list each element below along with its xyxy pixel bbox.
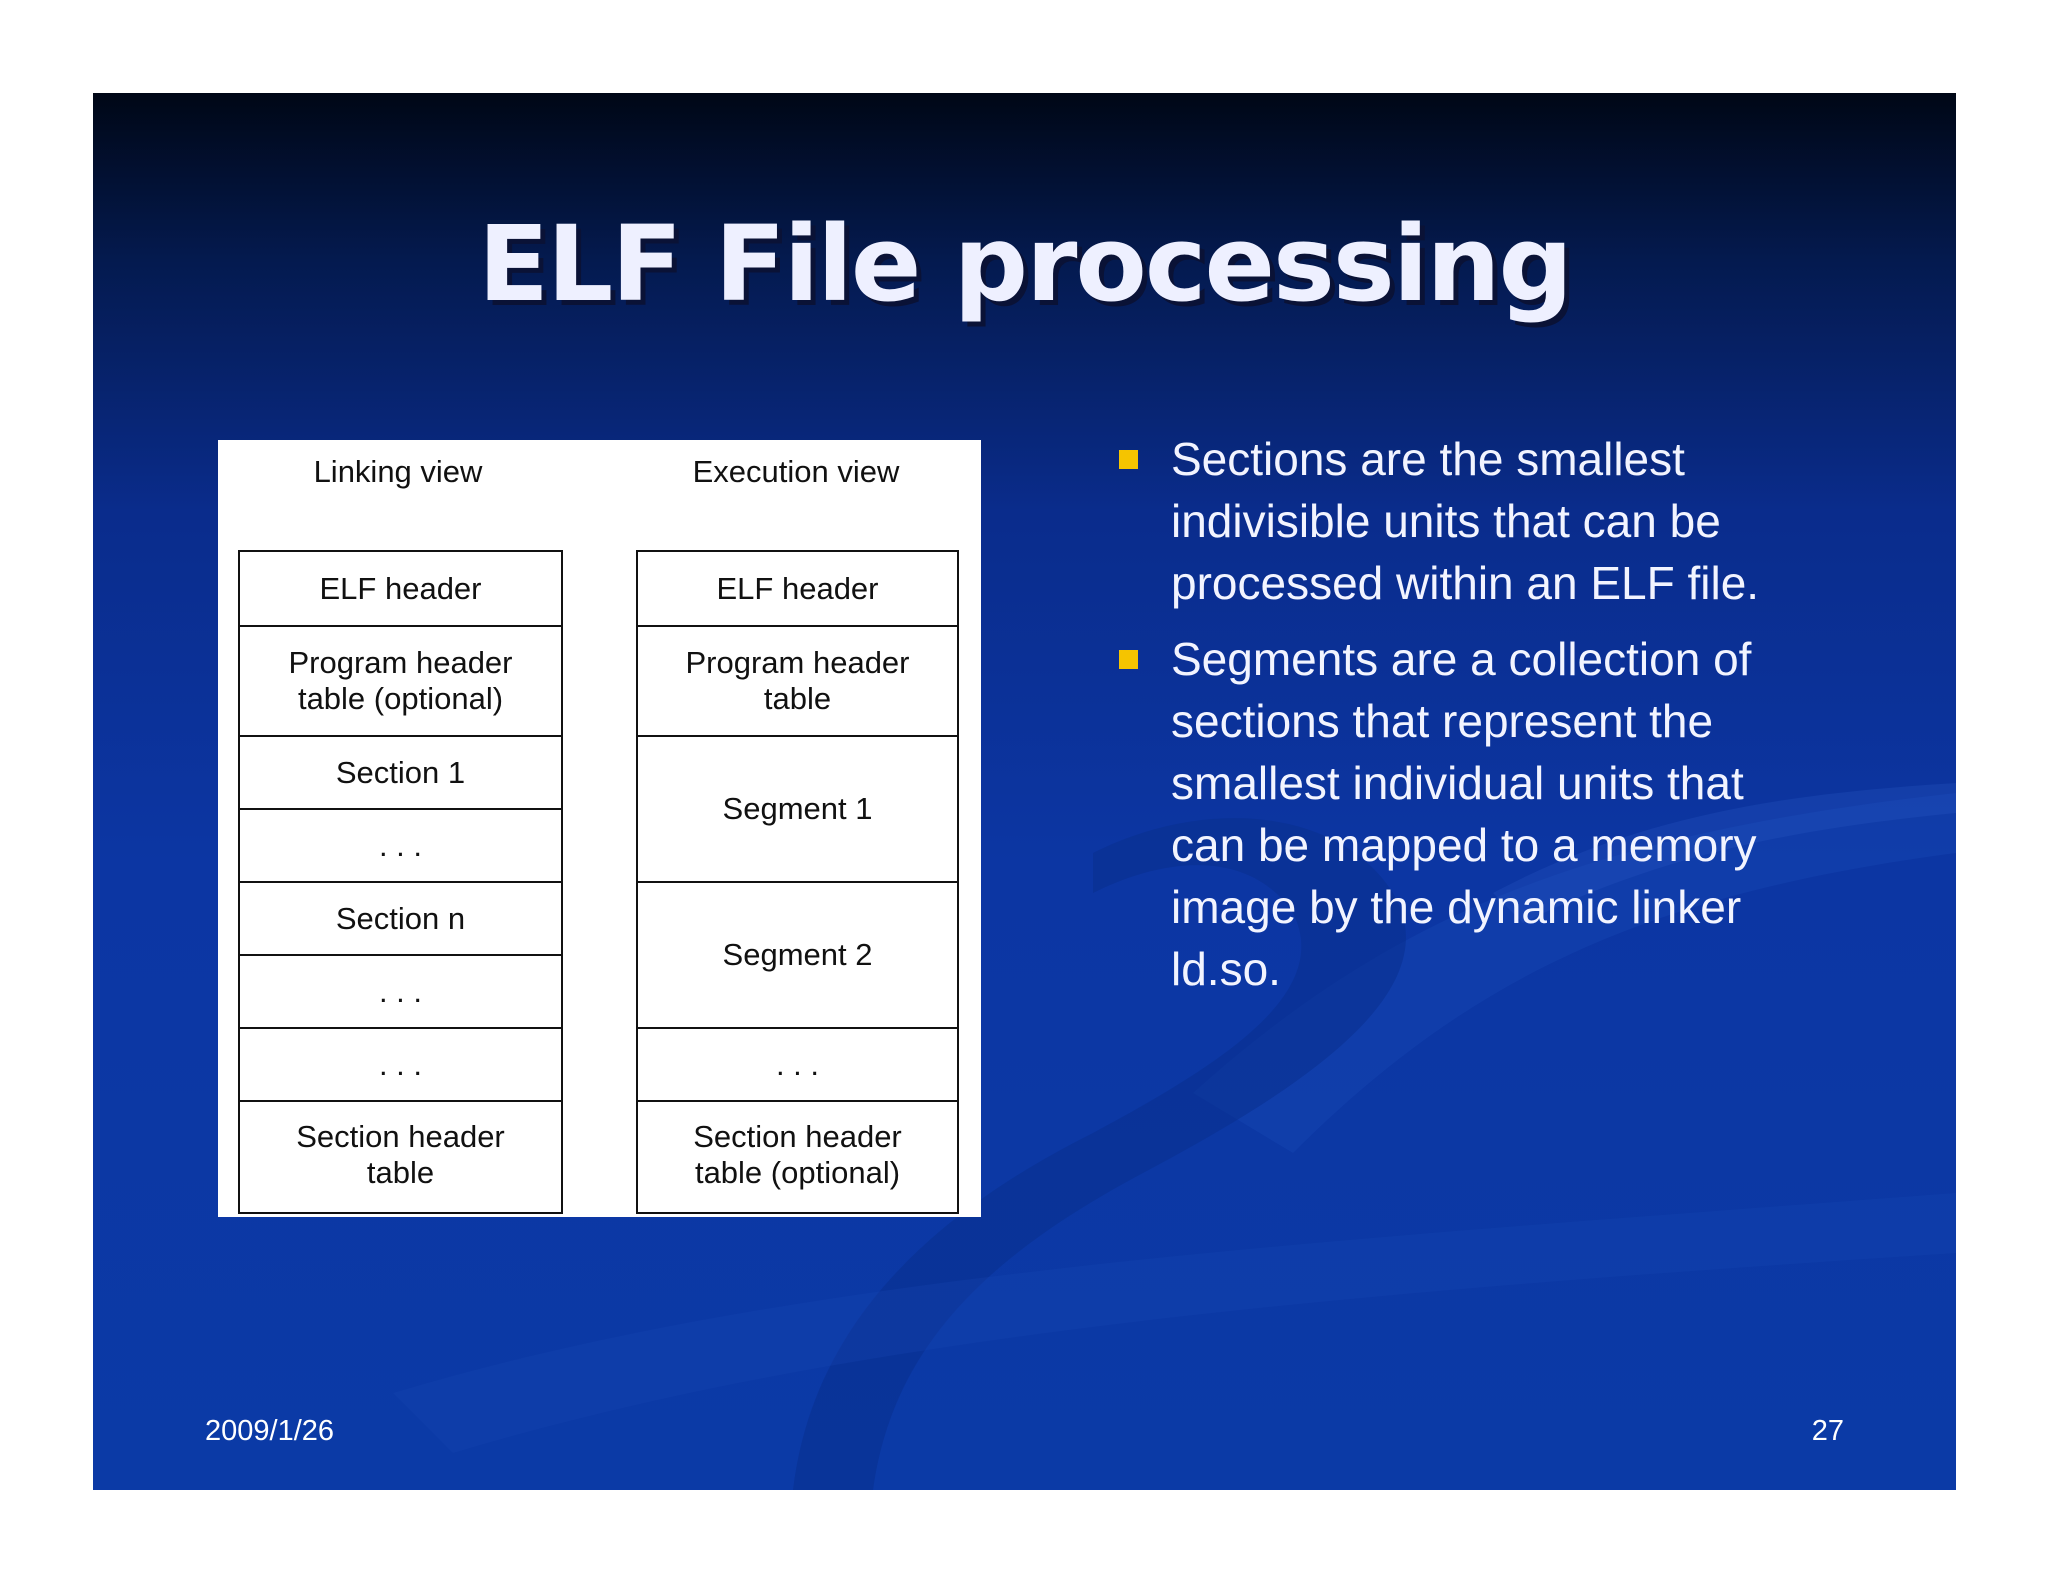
execution-cell-segment-1: Segment 1	[638, 735, 957, 881]
bullet-list: Sections are the smallest indivisible un…	[1093, 428, 1813, 1014]
bullet-item: Segments are a collection of sections th…	[1093, 628, 1813, 1000]
slide-title: ELF File processing	[478, 203, 1573, 325]
linking-cell-program-header-table: Program header table (optional)	[240, 625, 561, 735]
execution-cell-program-header-table: Program header table	[638, 625, 957, 735]
linking-cell-ellipsis: . . .	[240, 954, 561, 1027]
square-bullet-icon	[1119, 650, 1138, 669]
execution-cell-segment-2: Segment 2	[638, 881, 957, 1027]
execution-cell-ellipsis: . . .	[638, 1027, 957, 1100]
linking-cell-section-1: Section 1	[240, 735, 561, 808]
footer-date: 2009/1/26	[205, 1415, 335, 1447]
bullet-text: Sections are the smallest indivisible un…	[1171, 433, 1760, 609]
linking-cell-ellipsis: . . .	[240, 1027, 561, 1100]
linking-cell-section-header-table: Section header table	[240, 1100, 561, 1208]
square-bullet-icon	[1119, 450, 1138, 469]
linking-view-column: ELF header Program header table (optiona…	[238, 550, 563, 1214]
bullet-text: Segments are a collection of sections th…	[1171, 633, 1757, 995]
execution-cell-section-header-table: Section header table (optional)	[638, 1100, 957, 1208]
linking-cell-ellipsis: . . .	[240, 808, 561, 881]
linking-view-heading: Linking view	[313, 454, 483, 489]
page-number: 27	[1811, 1415, 1844, 1447]
execution-cell-elf-header: ELF header	[716, 570, 879, 606]
linking-cell-section-n: Section n	[240, 881, 561, 954]
execution-view-column: ELF header Program header table Segment …	[636, 550, 959, 1214]
slide: ELF File processing Linking view Executi…	[93, 93, 1956, 1490]
bullet-item: Sections are the smallest indivisible un…	[1093, 428, 1813, 614]
execution-view-heading: Execution view	[692, 454, 900, 489]
elf-layout-figure: Linking view Execution view ELF header P…	[218, 440, 981, 1217]
background-swoosh	[393, 783, 1956, 1490]
linking-cell-elf-header: ELF header	[319, 570, 482, 606]
